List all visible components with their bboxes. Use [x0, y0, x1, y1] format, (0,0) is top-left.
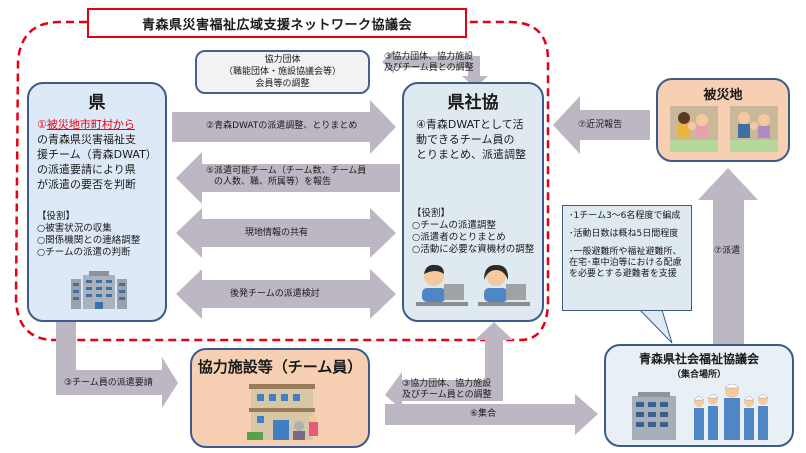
arrow-7-dispatch-label: ⑦派遣 — [714, 246, 741, 256]
arrow-followup — [176, 269, 396, 319]
council-roles: 【役割】 ○チームの派遣調整 ○派遣者のとりまとめ ○活動に必要な資機材の調整 — [412, 208, 534, 256]
cooperating-facility-box: 協力施設等（チーム員） — [190, 348, 370, 448]
step4-line3: とりまとめ、派遣調整 — [416, 148, 526, 161]
coop-org-line2: （職能団体・施設協議会等） — [223, 67, 341, 77]
arrow-3-request-label: ③チーム員の派遣要請 — [64, 378, 153, 388]
cooperating-organizations-box: 協力団体 （職能団体・施設協議会等） 会員等の調整 — [195, 50, 370, 94]
arrow-5-label-line1: ⑤派遣可能チーム（チーム数、チーム員 — [206, 166, 367, 176]
prefecture-roles: 【役割】 ○被害状況の収集 ○関係機関との連絡調整 ○チームの派遣の判断 — [37, 211, 140, 259]
arrow-3-bottom-label-line2: 及びチーム員との調整 — [402, 390, 492, 400]
step1-line2: の青森県災害福祉支 — [37, 133, 136, 146]
arrow-7-status-report — [553, 96, 650, 154]
council-role-item: ○チームの派遣調整 — [412, 220, 497, 231]
council-title: 県社協 — [447, 93, 499, 113]
arrow-5-report — [176, 152, 400, 204]
prefecture-box: 県 ①被災地市町村から の青森県災害福祉支 援チーム（青森DWAT） の派遣要請… — [27, 82, 167, 322]
arrow-7-dispatch — [698, 168, 758, 345]
prefecture-title: 県 — [88, 93, 106, 113]
care-facility-icon — [247, 384, 318, 440]
arrow-6-label: ⑥集合 — [470, 409, 497, 419]
step1-number: ① — [37, 118, 47, 131]
prefecture-role-item: ○関係機関との連絡調整 — [37, 235, 141, 246]
council-role-item: ○派遣者のとりまとめ — [412, 232, 506, 243]
step1-line4: の派遣要請により県 — [37, 163, 136, 176]
arrow-2-dwat-coordination — [172, 100, 396, 154]
diagram-title-text: 青森県災害福祉広域支援ネットワーク協議会 — [141, 17, 412, 33]
arrow-2-label: ②青森DWATの派遣調整、とりまとめ — [206, 121, 358, 131]
arrow-share-label: 現地情報の共有 — [245, 228, 309, 238]
step1-line5: が派遣の要否を判断 — [37, 178, 136, 191]
disaster-area-title: 被災地 — [703, 88, 743, 103]
arrow-5-label-line2: の人数、職、所属等）を報告 — [214, 177, 332, 187]
team-info-callout: ･1チーム3～6名程度で編成 ･活動日数は概ね5日間程度 ･一般避難所や福祉避難… — [562, 205, 692, 311]
arrow-6-gather — [385, 394, 598, 435]
council-role-header: 【役割】 — [412, 208, 451, 219]
arrow-3-top-label-line1: ③協力団体、協力施設 — [384, 52, 474, 62]
disaster-area-box: 被災地 — [656, 78, 790, 162]
council-step4: ④青森DWATとして活 動できるチーム員の とりまとめ、派遣調整 — [404, 113, 542, 162]
step1-line3: 援チーム（青森DWAT） — [37, 148, 157, 161]
prefectural-social-welfare-council-box: 県社協 ④青森DWATとして活 動できるチーム員の とりまとめ、派遣調整 【役割… — [402, 82, 544, 322]
office-building-icon — [71, 271, 127, 309]
arrow-share-info — [176, 208, 396, 258]
diagram-title: 青森県災害福祉広域支援ネットワーク協議会 — [87, 8, 467, 38]
aomori-social-welfare-council-box: 青森県社会福祉協議会 （集合場所） — [604, 344, 794, 447]
arrow-7-report-label: ⑦近況報告 — [578, 120, 623, 130]
arrow-3-request — [56, 320, 178, 408]
prefecture-role-header: 【役割】 — [37, 211, 76, 222]
arrow-3-bottom-label-line1: ③協力団体、協力施設 — [402, 379, 492, 389]
prefecture-role-item: ○被害状況の収集 — [37, 223, 112, 234]
callout-tail — [638, 309, 673, 344]
callout-item: ･一般避難所や福祉避難所、在宅･車中泊等における配慮を必要とする避難者を支援 — [569, 247, 682, 279]
coop-org-line1: 協力団体 — [264, 55, 301, 65]
prefecture-step1: ①被災地市町村から の青森県災害福祉支 援チーム（青森DWAT） の派遣要請によ… — [29, 113, 165, 192]
coop-org-line3: 会員等の調整 — [255, 79, 310, 89]
aomori-council-subtitle: （集合場所） — [671, 370, 726, 380]
prefecture-role-item: ○チームの派遣の判断 — [37, 247, 131, 258]
callout-item: ･活動日数は概ね5日間程度 — [569, 229, 679, 239]
network-boundary — [14, 20, 550, 342]
arrow-followup-label: 後発チームの派遣検討 — [230, 289, 320, 299]
arrow-3-top-label-line2: 及びチーム員との調整 — [384, 63, 474, 73]
step4-line2: 動できるチーム員の — [416, 133, 515, 146]
step1-highlight: 被災地市町村から — [46, 118, 135, 131]
cooperating-facility-title: 協力施設等（チーム員） — [197, 358, 363, 376]
step4-line1: ④青森DWATとして活 — [416, 118, 524, 131]
council-role-item: ○活動に必要な資機材の調整 — [412, 244, 535, 255]
callout-item: ･1チーム3～6名程度で編成 — [569, 211, 681, 221]
arrow-3-top-coordination — [382, 50, 488, 88]
evacuee-families-icon — [670, 106, 778, 152]
aomori-council-title: 青森県社会福祉協議会 — [638, 352, 759, 366]
arrow-3-bottom-coordination — [385, 322, 513, 410]
staff-at-computers-icon — [416, 264, 530, 306]
staff-gathering-icon — [632, 383, 769, 440]
